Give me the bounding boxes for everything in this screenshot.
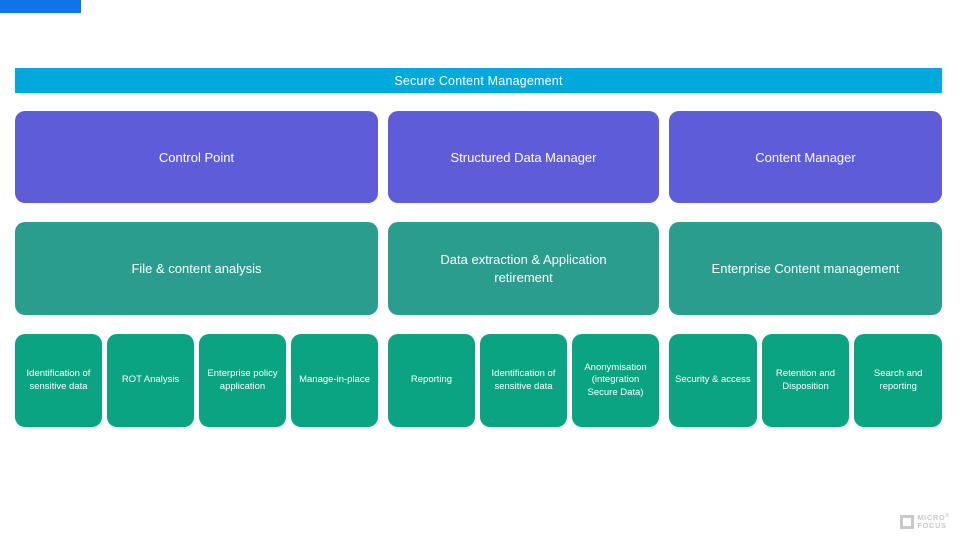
title-banner: Secure Content Management [15,68,942,93]
logo-square-icon [900,515,915,530]
feature-box: ROT Analysis [107,334,194,427]
logo-trademark: ® [945,513,949,520]
logo-line2: FOCUS [917,521,947,531]
feature-box: Identification of sensitive data [480,334,567,427]
feature-box: Search and reporting [854,334,943,427]
product-box-control-point: Control Point [15,111,378,203]
feature-box: Retention and Disposition [761,334,850,427]
micro-focus-logo: MICRO® FOCUS [900,514,949,530]
feature-box: Reporting [388,334,475,427]
feature-box: Anonymisation (integration Secure Data) [572,334,659,427]
capability-box-data-extraction-retirement: Data extraction & Application retirement [388,222,659,315]
product-box-content-manager: Content Manager [669,111,942,203]
banner-title: Secure Content Management [394,73,563,88]
corner-accent-bar [0,0,81,13]
feature-box: Manage-in-place [291,334,378,427]
feature-box: Identification of sensitive data [15,334,102,427]
product-board: Control Point Structured Data Manager Co… [15,111,943,427]
logo-text: MICRO® FOCUS [917,514,949,530]
capability-box-file-content-analysis: File & content analysis [15,222,378,315]
logo-line1: MICRO [917,513,946,523]
product-box-structured-data-manager: Structured Data Manager [388,111,659,203]
feature-group-structured-data-manager: Reporting Identification of sensitive da… [388,334,659,427]
capability-box-enterprise-content-management: Enterprise Content management [669,222,942,315]
feature-group-control-point: Identification of sensitive data ROT Ana… [15,334,378,427]
feature-box: Security & access [669,334,757,427]
feature-group-content-manager: Security & access Retention and Disposit… [669,334,943,427]
feature-box: Enterprise policy application [199,334,286,427]
